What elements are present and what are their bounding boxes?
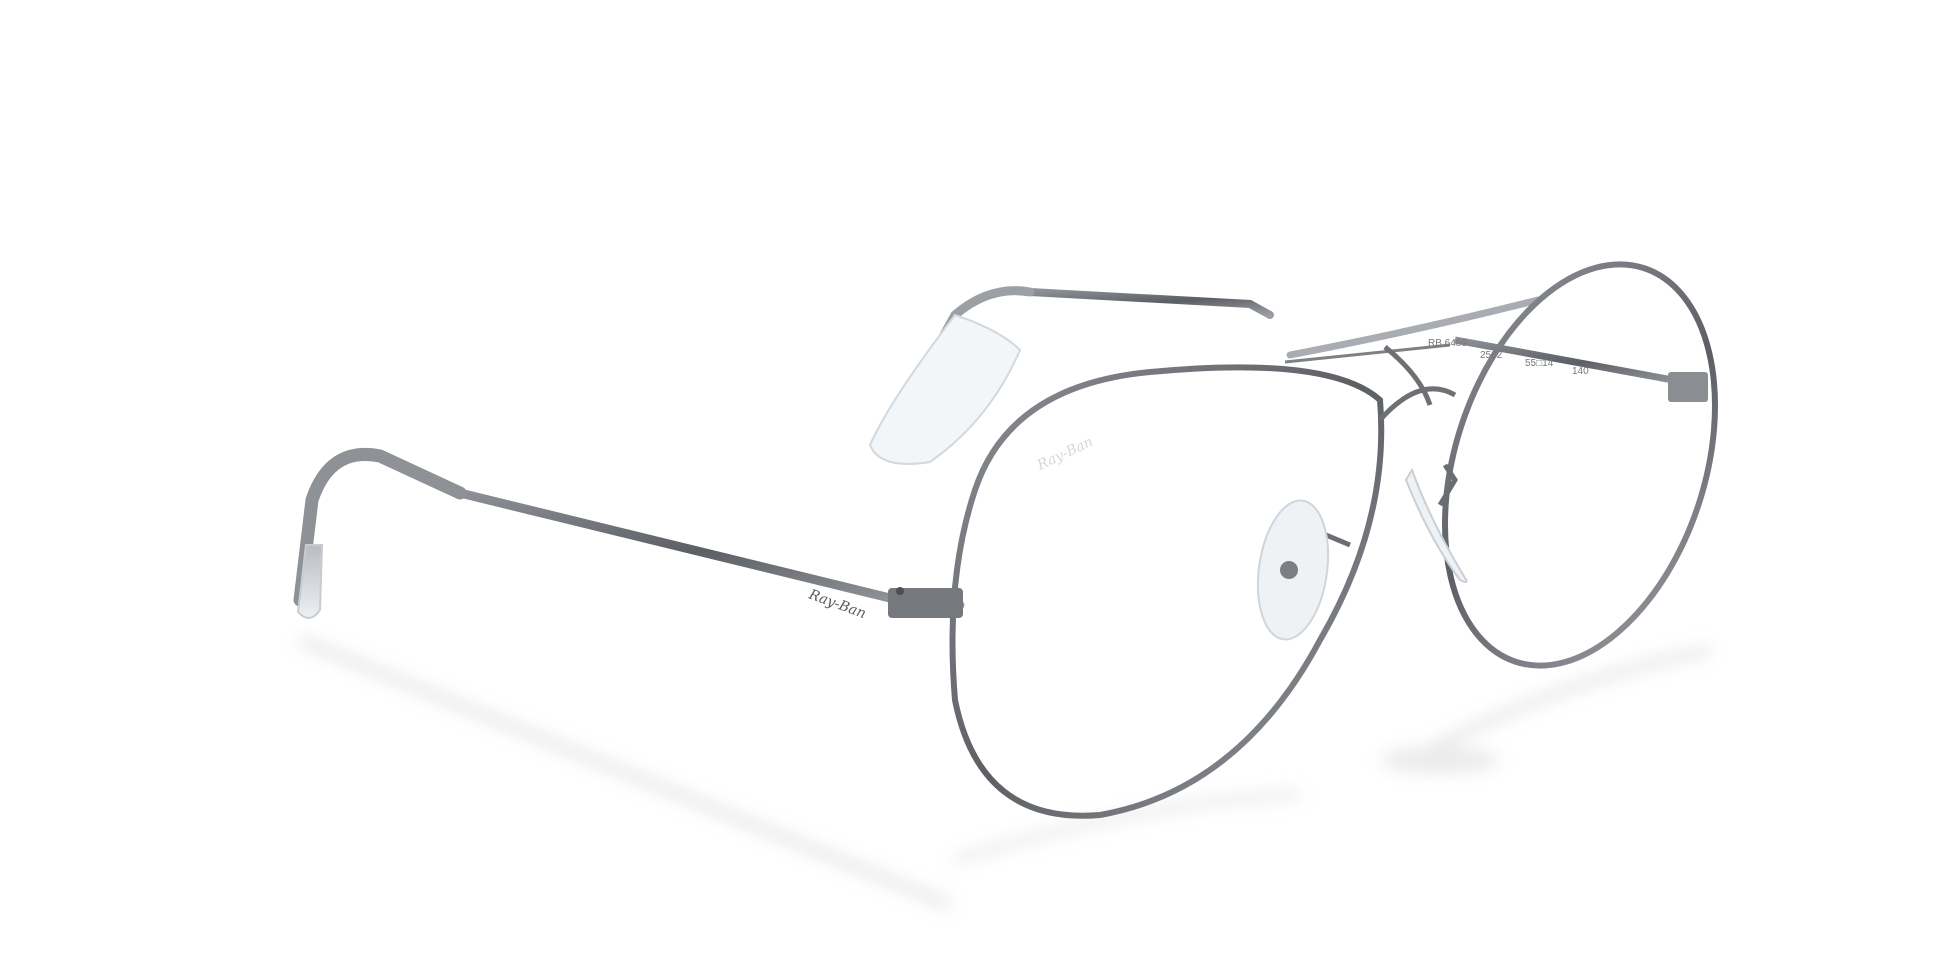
temple-length: 140 [1572,366,1589,377]
nose-pad-right [1404,463,1468,584]
near-hinge [888,588,963,618]
near-temple-tip-icon [296,544,324,619]
far-temple [868,286,1708,465]
left-lens-rim [949,364,1385,819]
right-lens-rim [1442,261,1718,669]
lens-logo: Ray-Ban [1034,434,1096,474]
far-hinge [1668,372,1708,402]
lower-bridge [1378,386,1457,422]
color-code: 2502 [1480,350,1503,361]
near-temple [293,448,965,619]
far-temple-tip-icon [868,313,1022,465]
size-code: 55□14 [1525,358,1554,369]
top-bridge [1284,296,1542,406]
model-code: RB 6489 [1428,338,1467,349]
floor-shadow [298,635,1711,910]
nose-pad-left [1256,499,1351,641]
